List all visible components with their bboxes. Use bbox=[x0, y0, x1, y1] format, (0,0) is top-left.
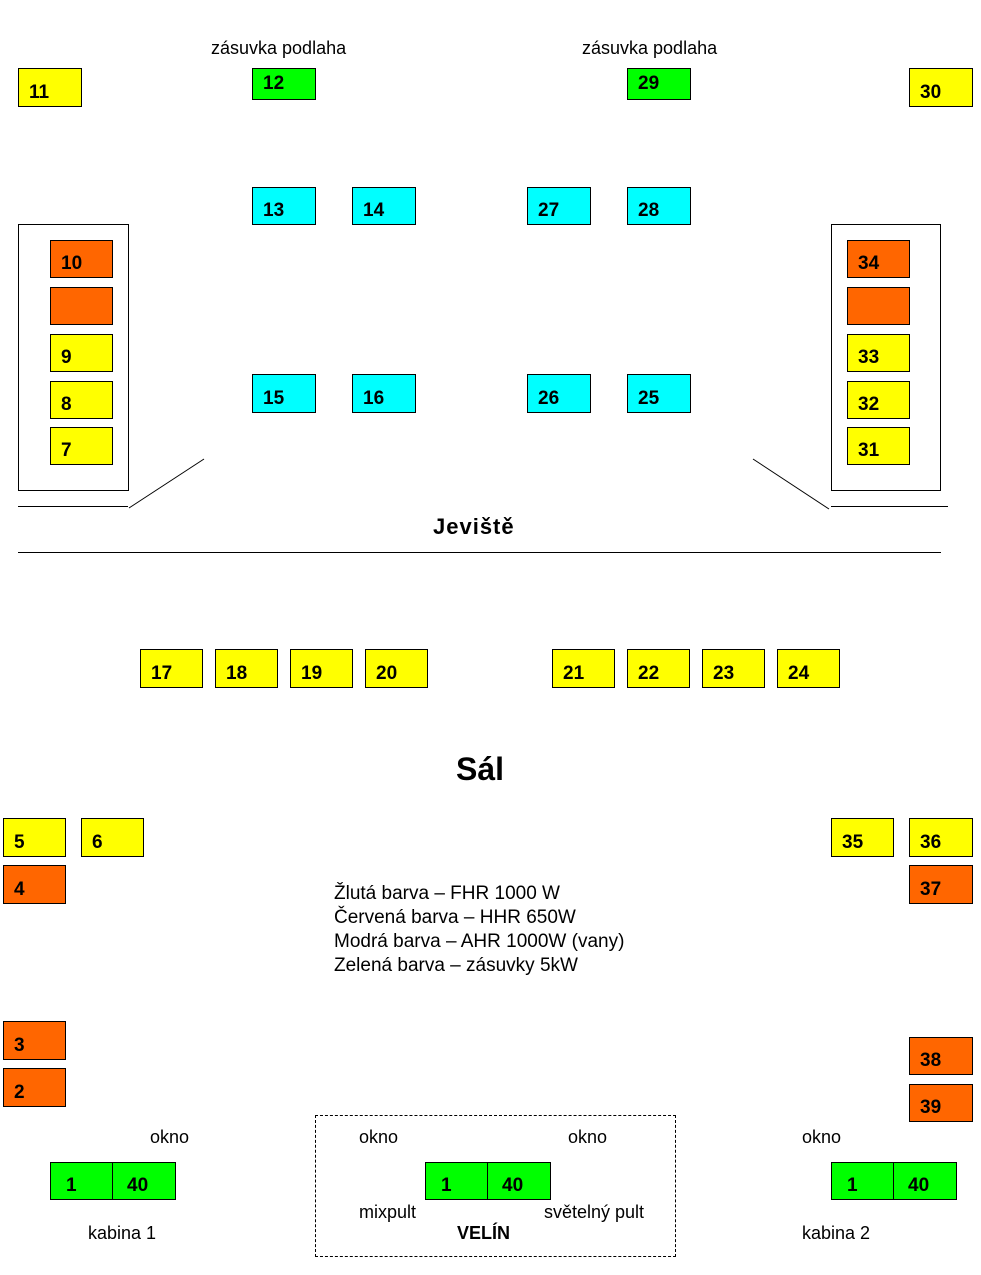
legend-green: Zelená barva – zásuvky 5kW bbox=[334, 955, 578, 976]
socket-cabin2-1: 1 bbox=[831, 1162, 894, 1200]
light-unit-14: 14 bbox=[352, 187, 416, 225]
light-unit-15: 15 bbox=[252, 374, 316, 413]
light-unit-7: 7 bbox=[50, 427, 113, 465]
light-unit-3: 3 bbox=[3, 1021, 66, 1060]
light-unit-11: 11 bbox=[18, 68, 82, 107]
control-room-label: VELÍN bbox=[457, 1223, 511, 1243]
light-unit-23: 23 bbox=[702, 649, 765, 688]
light-unit-4: 4 bbox=[3, 865, 66, 904]
light-unit-33: 33 bbox=[847, 334, 910, 372]
light-unit-38: 38 bbox=[909, 1037, 973, 1075]
mixer-label: mixpult bbox=[359, 1202, 417, 1222]
left-stage-wing-frame bbox=[18, 224, 129, 491]
light-unit-19: 19 bbox=[290, 649, 353, 688]
window-label-cabin2: okno bbox=[802, 1127, 842, 1147]
light-unit-8: 8 bbox=[50, 381, 113, 419]
light-unit-26: 26 bbox=[527, 374, 591, 413]
light-unit-25: 25 bbox=[627, 374, 691, 413]
light-unit-13: 13 bbox=[252, 187, 316, 225]
socket-control-40: 40 bbox=[487, 1162, 551, 1200]
light-unit-27: 27 bbox=[527, 187, 591, 225]
legend-red: Červená barva – HHR 650W bbox=[334, 907, 576, 928]
cabin2-label: kabina 2 bbox=[802, 1223, 871, 1243]
light-unit-18: 18 bbox=[215, 649, 278, 688]
light-unit-24: 24 bbox=[777, 649, 840, 688]
cabin1-label: kabina 1 bbox=[88, 1223, 157, 1243]
light-unit-2: 2 bbox=[3, 1068, 66, 1107]
right-stage-wing-frame bbox=[831, 224, 941, 491]
light-unit-5: 5 bbox=[3, 818, 66, 857]
window-label-control-left: okno bbox=[359, 1127, 399, 1147]
light-unit-30: 30 bbox=[909, 68, 973, 107]
light-unit-21: 21 bbox=[552, 649, 615, 688]
light-unit-28: 28 bbox=[627, 187, 691, 225]
socket-unit-12: 12 bbox=[252, 68, 316, 100]
floor-socket-label-right: zásuvka podlaha bbox=[582, 38, 718, 58]
socket-cabin1-40: 40 bbox=[112, 1162, 176, 1200]
stage-edge-right bbox=[831, 506, 948, 507]
light-unit-36: 36 bbox=[909, 818, 973, 857]
color-legend: Žlutá barva – FHR 1000 W Červená barva –… bbox=[334, 882, 624, 978]
light-unit-17: 17 bbox=[140, 649, 203, 688]
light-unit-16: 16 bbox=[352, 374, 416, 413]
light-unit-39: 39 bbox=[909, 1084, 973, 1122]
socket-cabin2-40: 40 bbox=[893, 1162, 957, 1200]
window-label-control-right: okno bbox=[568, 1127, 608, 1147]
window-label-cabin1: okno bbox=[150, 1127, 190, 1147]
stage-label: Jeviště bbox=[433, 514, 515, 539]
stage-edge-left bbox=[18, 506, 128, 507]
legend-blue: Modrá barva – AHR 1000W (vany) bbox=[334, 931, 625, 952]
hall-label: Sál bbox=[456, 751, 505, 787]
light-unit-6: 6 bbox=[81, 818, 144, 857]
light-unit-35: 35 bbox=[831, 818, 894, 857]
socket-control-1: 1 bbox=[425, 1162, 488, 1200]
light-unit-31: 31 bbox=[847, 427, 910, 465]
stage-front-line bbox=[18, 552, 941, 553]
light-unit-20: 20 bbox=[365, 649, 428, 688]
light-unit-9: 9 bbox=[50, 334, 113, 372]
socket-unit-29: 29 bbox=[627, 68, 691, 100]
socket-cabin1-1: 1 bbox=[50, 1162, 113, 1200]
light-unit-32: 32 bbox=[847, 381, 910, 419]
floor-socket-label-left: zásuvka podlaha bbox=[211, 38, 347, 58]
light-unit-37: 37 bbox=[909, 865, 973, 904]
legend-yellow: Žlutá barva – FHR 1000 W bbox=[334, 883, 560, 904]
light-unit-34: 34 bbox=[847, 240, 910, 278]
light-unit-unlabeled-left bbox=[50, 287, 113, 325]
light-unit-unlabeled-right bbox=[847, 287, 910, 325]
lighting-desk-label: světelný pult bbox=[544, 1202, 645, 1222]
control-room-frame bbox=[315, 1115, 676, 1257]
light-unit-22: 22 bbox=[627, 649, 690, 688]
light-unit-10: 10 bbox=[50, 240, 113, 278]
